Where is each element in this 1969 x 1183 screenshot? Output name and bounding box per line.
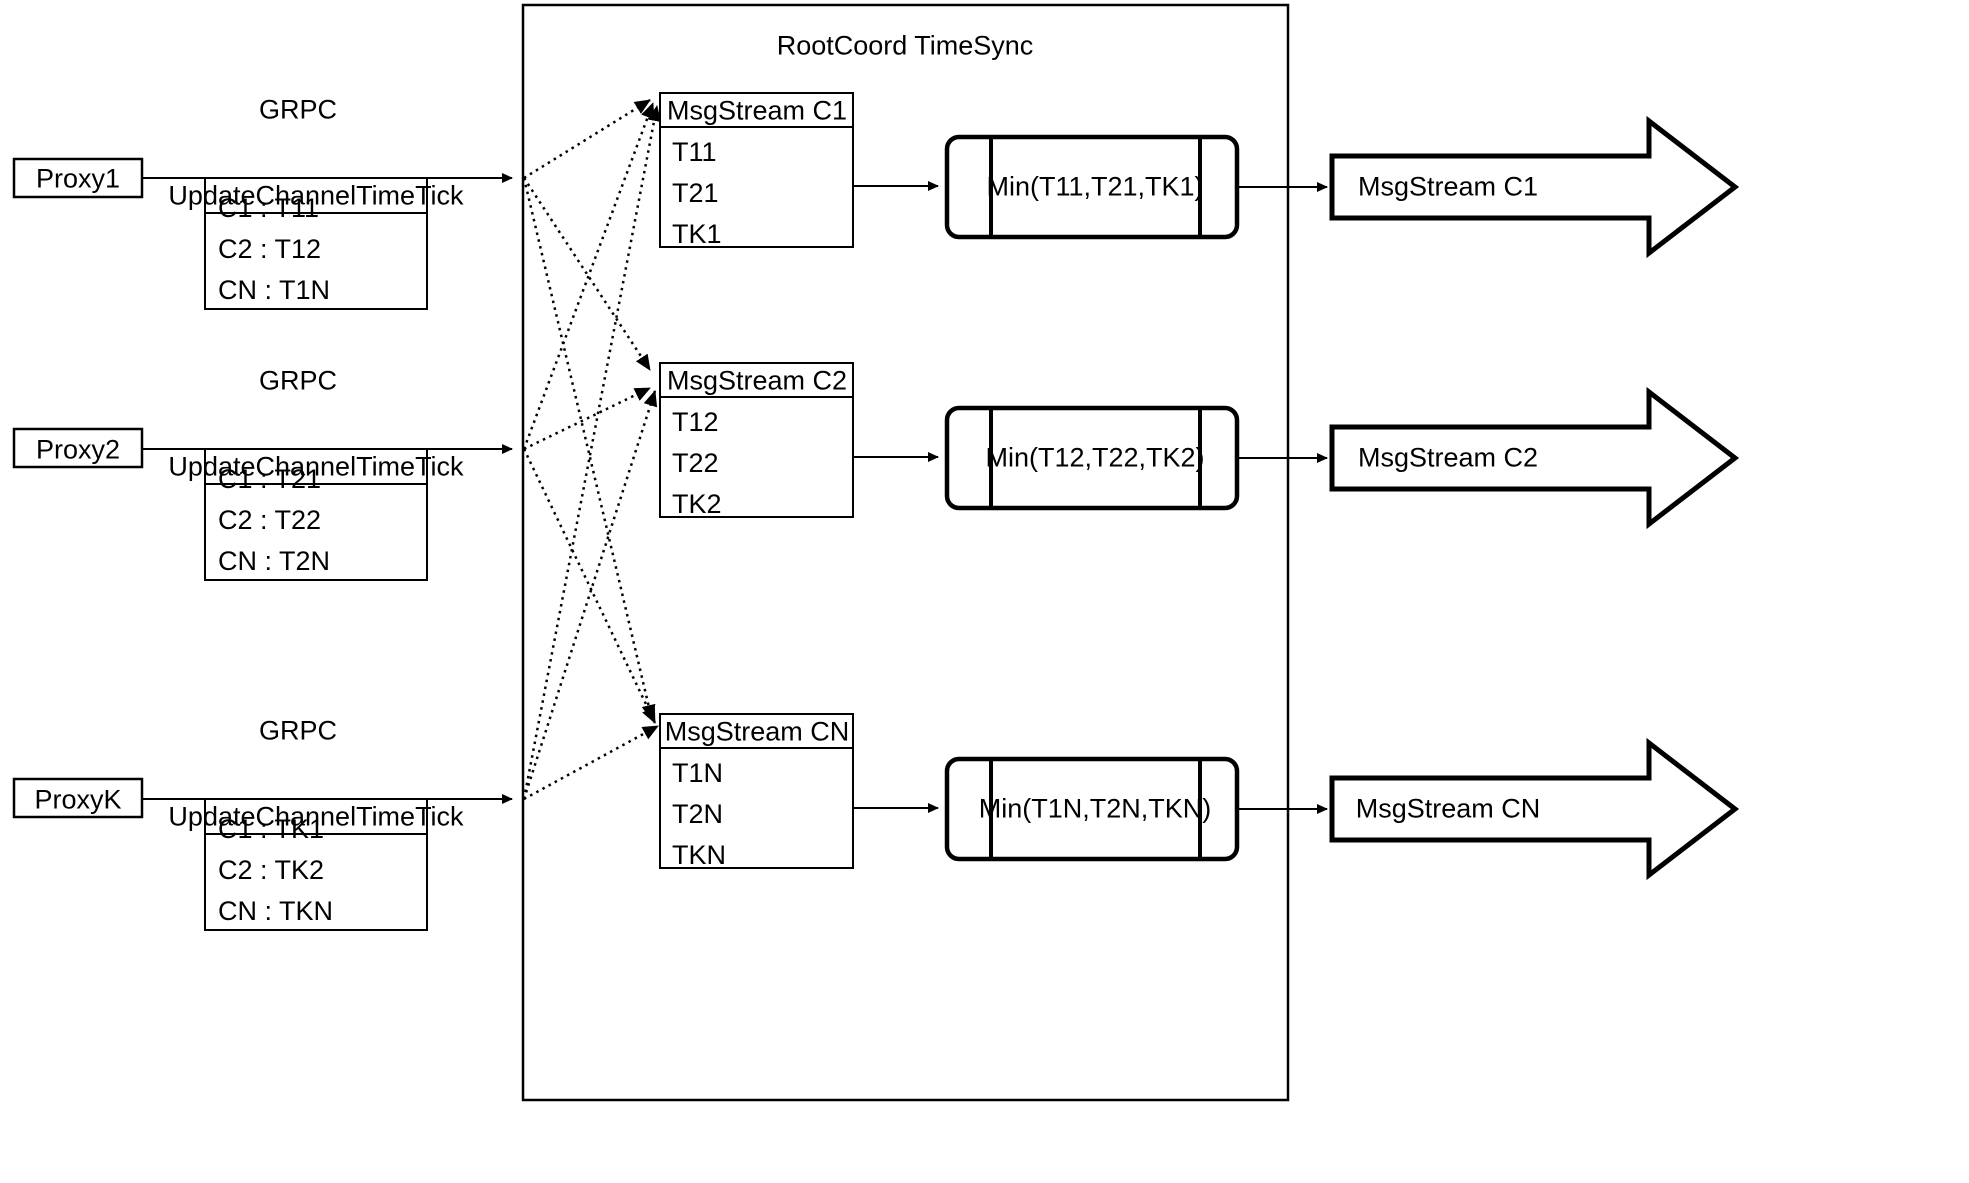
msgstream-header-1: MsgStream C1 bbox=[666, 95, 848, 126]
msgstream-row-1-1: T11 bbox=[672, 137, 717, 167]
output-arrow-2 bbox=[1329, 386, 1740, 530]
msgstream-row-3-2: T2N bbox=[672, 799, 724, 829]
mesh-line-3-3 bbox=[523, 724, 659, 801]
timetick-header-2: UpdateChannelTimeTick bbox=[168, 451, 464, 482]
mesh-line-1-2 bbox=[522, 177, 652, 371]
timetick-row-2-3: CN : T2N bbox=[218, 546, 331, 576]
timetick-row-1-3: CN : T1N bbox=[218, 275, 331, 305]
proxy-box-1 bbox=[12, 157, 144, 199]
output-arrow-label-1: MsgStream C1 bbox=[1357, 171, 1539, 202]
timetick-table-2 bbox=[204, 448, 428, 581]
msgstream-row-1-2: T21 bbox=[672, 178, 719, 208]
msgstream-row-2-3: TK2 bbox=[672, 489, 722, 519]
min-label-3: Min(T1N,T2N,TKN) bbox=[978, 793, 1212, 824]
output-arrow-1 bbox=[1329, 115, 1740, 259]
msgstream-table-2 bbox=[659, 362, 854, 518]
msgstream-row-3-3: TKN bbox=[672, 840, 726, 870]
proxy-label-1: Proxy1 bbox=[35, 163, 121, 194]
timetick-row-1-1: C1 : T11 bbox=[218, 193, 320, 223]
timetick-row-2-2: C2 : T22 bbox=[218, 505, 322, 535]
rootcoord-container-title: RootCoord TimeSync bbox=[776, 30, 1034, 61]
timetick-header-1: UpdateChannelTimeTick bbox=[168, 180, 464, 211]
msgstream-header-2: MsgStream C2 bbox=[666, 365, 848, 396]
output-arrow-3 bbox=[1329, 737, 1740, 881]
mesh-line-1-3 bbox=[522, 177, 656, 721]
timetick-row-3-2: C2 : TK2 bbox=[218, 855, 325, 885]
timetick-row-1-2: C2 : T12 bbox=[218, 234, 322, 264]
msgstream-row-2-1: T12 bbox=[672, 407, 719, 437]
mesh-line-3-2 bbox=[522, 390, 658, 800]
timetick-row-2-1: C1 : T21 bbox=[218, 464, 322, 494]
timetick-header-3: UpdateChannelTimeTick bbox=[168, 801, 464, 832]
grpc-label-3: GRPC bbox=[258, 715, 338, 746]
proxy-label-2: Proxy2 bbox=[35, 434, 121, 465]
grpc-label-1: GRPC bbox=[258, 94, 338, 125]
mesh-line-2-3 bbox=[522, 448, 657, 724]
timetick-table-3 bbox=[204, 798, 428, 931]
min-label-2: Min(T12,T22,TK2) bbox=[985, 442, 1205, 473]
msgstream-row-2-2: T22 bbox=[672, 448, 719, 478]
msgstream-table-1 bbox=[659, 92, 854, 248]
mesh-line-3-1 bbox=[522, 105, 662, 800]
msgstream-row-1-3: TK1 bbox=[672, 219, 722, 249]
timetick-row-3-3: CN : TKN bbox=[218, 896, 334, 926]
mesh-line-2-2 bbox=[523, 386, 651, 451]
msgstream-row-3-1: T1N bbox=[672, 758, 724, 788]
proxy-box-2 bbox=[12, 427, 144, 469]
grpc-label-2: GRPC bbox=[258, 365, 338, 396]
timetick-table-1 bbox=[204, 177, 428, 310]
msgstream-table-3 bbox=[659, 713, 854, 869]
timetick-row-3-1: C1 : TK1 bbox=[218, 814, 325, 844]
msgstream-header-3: MsgStream CN bbox=[664, 716, 850, 747]
proxy-label-3: ProxyK bbox=[34, 784, 122, 815]
min-label-1: Min(T11,T21,TK1) bbox=[986, 171, 1204, 202]
output-arrow-label-3: MsgStream CN bbox=[1355, 793, 1541, 824]
output-arrow-label-2: MsgStream C2 bbox=[1357, 442, 1539, 473]
